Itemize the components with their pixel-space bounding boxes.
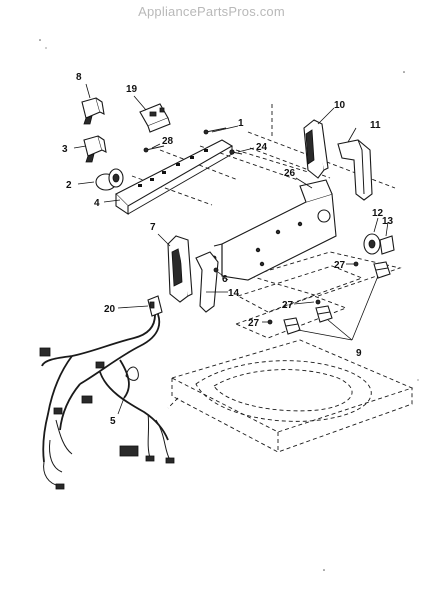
knob-cap-13 xyxy=(379,235,395,255)
callout-14: 14 xyxy=(228,288,240,299)
callout-8: 8 xyxy=(76,72,82,83)
stray-marks xyxy=(39,39,419,571)
callout-3: 3 xyxy=(62,144,68,155)
callout-26: 26 xyxy=(284,168,296,179)
end-cap-10 xyxy=(303,119,329,179)
callout-12: 12 xyxy=(372,208,384,219)
watermark: AppliancePartsPros.com xyxy=(138,4,285,19)
screw-27b xyxy=(315,299,321,305)
callout-4: 4 xyxy=(94,198,100,209)
callout-11: 11 xyxy=(370,120,381,131)
screw-28 xyxy=(143,145,165,153)
trim-14 xyxy=(195,251,219,313)
callout-27-upper: 27 xyxy=(334,260,346,271)
callout-27-middle: 27 xyxy=(282,300,294,311)
knob-9b xyxy=(315,305,333,323)
screw-1 xyxy=(203,127,227,135)
wire-harness-5 xyxy=(39,305,175,490)
control-panel-bracket xyxy=(115,139,234,216)
callout-20: 20 xyxy=(104,304,116,315)
screw-24 xyxy=(229,149,243,155)
selector-switch-19 xyxy=(139,103,171,133)
screw-27a xyxy=(353,261,359,267)
wire-harness-20 xyxy=(147,295,163,317)
end-cap-7 xyxy=(167,235,193,303)
callout-6: 6 xyxy=(222,274,228,285)
callout-1: 1 xyxy=(238,118,244,129)
callout-7: 7 xyxy=(150,222,156,233)
screw-27c xyxy=(267,319,273,325)
clip-6 xyxy=(213,267,219,273)
callout-13: 13 xyxy=(382,216,394,227)
callout-5: 5 xyxy=(110,416,116,427)
switch-8 xyxy=(81,97,105,125)
cabinet-top-outline xyxy=(167,339,414,453)
callout-2: 2 xyxy=(66,180,72,191)
knob-9a xyxy=(373,261,391,279)
callout-10: 10 xyxy=(334,100,346,111)
callout-24: 24 xyxy=(256,142,268,153)
switch-3 xyxy=(83,135,107,163)
callout-9: 9 xyxy=(356,348,362,359)
knob-12 xyxy=(363,233,381,255)
callout-27-lower: 27 xyxy=(248,318,260,329)
knob-9c xyxy=(283,317,301,335)
control-console xyxy=(211,179,337,281)
knob-2 xyxy=(95,168,124,191)
leader-lines xyxy=(73,83,389,415)
callout-19: 19 xyxy=(126,84,138,95)
end-trim-11 xyxy=(337,139,373,201)
callout-28: 28 xyxy=(162,136,174,147)
